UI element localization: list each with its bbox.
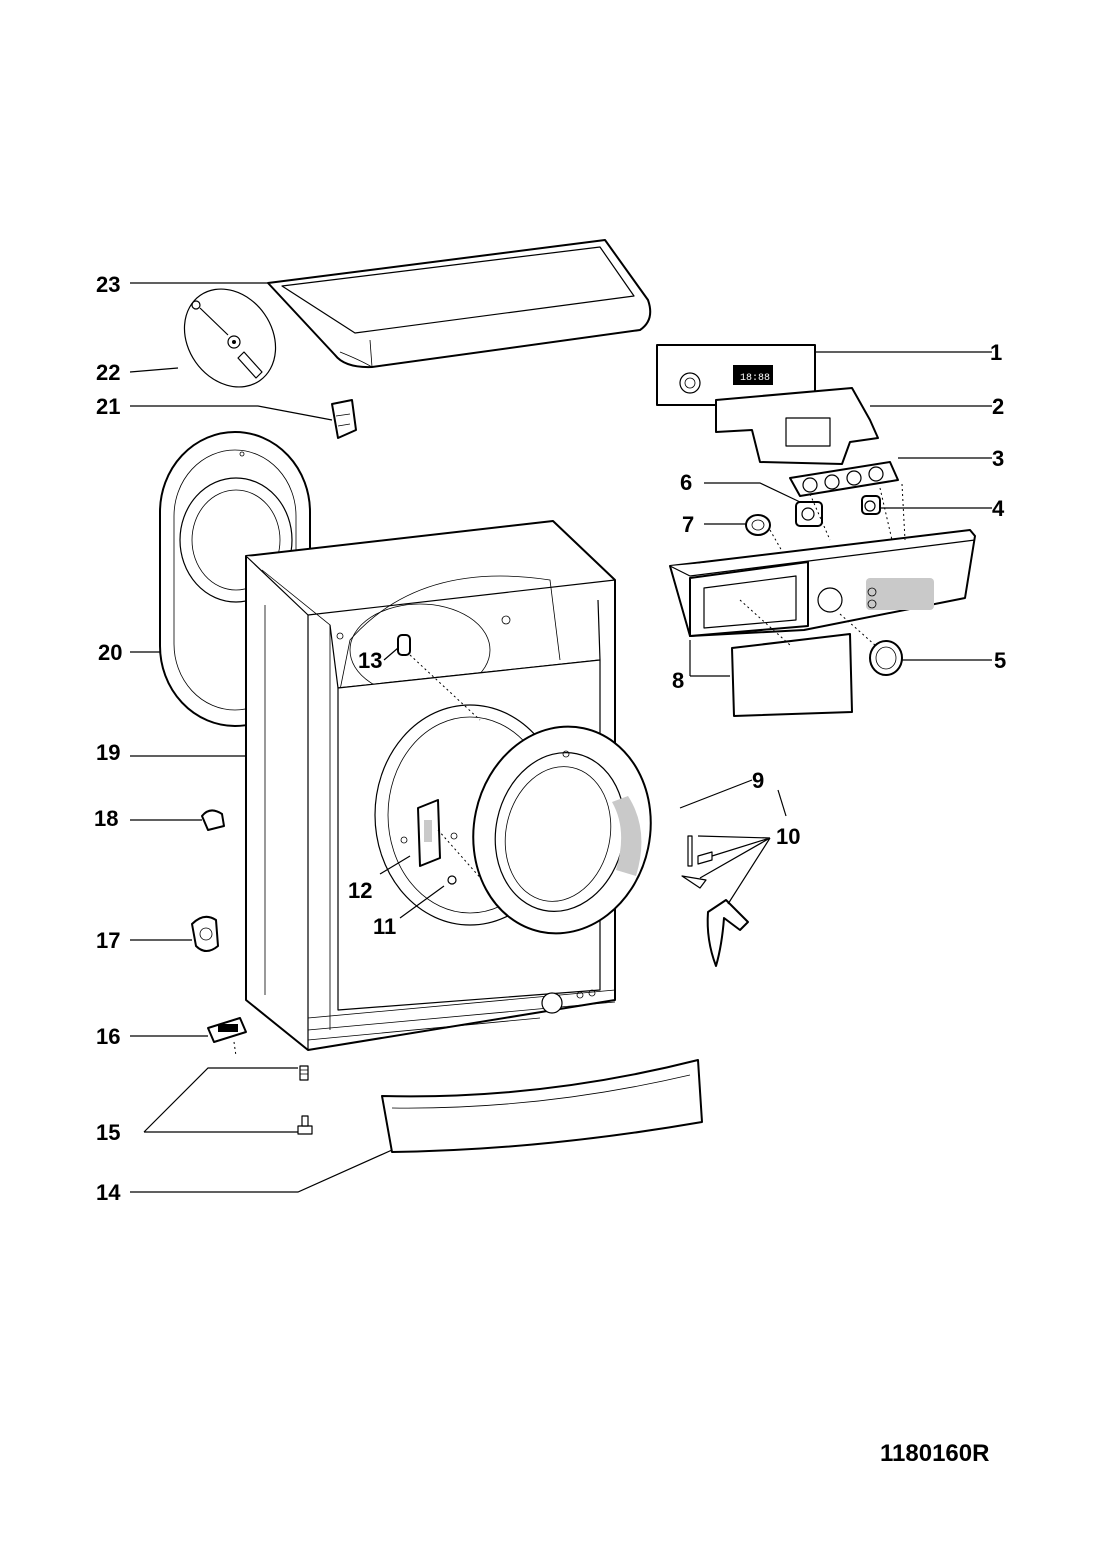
part-18-foot [201, 809, 225, 831]
part-13-pin [397, 634, 481, 721]
part-10-door-hardware [681, 835, 749, 967]
callout-21: 21 [96, 394, 120, 419]
part-4-button [861, 495, 881, 515]
callout-15: 15 [96, 1120, 120, 1145]
callout-14: 14 [96, 1180, 121, 1205]
callout-8: 8 [672, 668, 684, 693]
part-3-button-block [789, 461, 899, 497]
callout-19: 19 [96, 740, 120, 765]
part-23-top-cover [267, 239, 652, 369]
part-21-clip [331, 399, 357, 439]
part-22-screw-kit [183, 288, 277, 388]
callout-22: 22 [96, 360, 120, 385]
drawing-code: 1180160R [880, 1440, 990, 1467]
callout-2: 2 [992, 394, 1004, 419]
callout-18: 18 [94, 806, 118, 831]
callout-13: 13 [358, 648, 382, 673]
part-14-plinth [381, 1059, 703, 1153]
part-16-block [207, 1017, 247, 1057]
callout-11: 11 [373, 914, 396, 939]
callout-3: 3 [992, 446, 1004, 471]
part-11-screw [447, 875, 457, 885]
part-6-button [795, 501, 823, 527]
part-15-feet [297, 1065, 313, 1135]
part-9-door [472, 725, 652, 935]
part-17-hose-guide [191, 915, 219, 952]
callout-7: 7 [682, 512, 694, 537]
callout-10: 10 [776, 824, 800, 849]
callout-16: 16 [96, 1024, 120, 1049]
callout-17: 17 [96, 928, 120, 953]
part-2-panel-support [715, 387, 879, 465]
callout-23: 23 [96, 272, 120, 297]
callout-5: 5 [994, 648, 1006, 673]
callout-12: 12 [348, 878, 372, 903]
callout-9: 9 [752, 768, 764, 793]
leader-lines [129, 282, 992, 1193]
part-5-knob [839, 613, 903, 676]
callout-20: 20 [98, 640, 122, 665]
display-digits: 18:88 [740, 373, 770, 384]
callout-1: 1 [990, 340, 1002, 365]
callout-labels: 1 2 3 4 5 6 7 8 9 10 11 12 13 14 15 16 1… [94, 272, 1006, 1205]
callout-4: 4 [992, 496, 1005, 521]
part-12-hinge [400, 799, 501, 901]
callout-6: 6 [680, 470, 692, 495]
part-8-detergent-drawer [689, 561, 853, 717]
